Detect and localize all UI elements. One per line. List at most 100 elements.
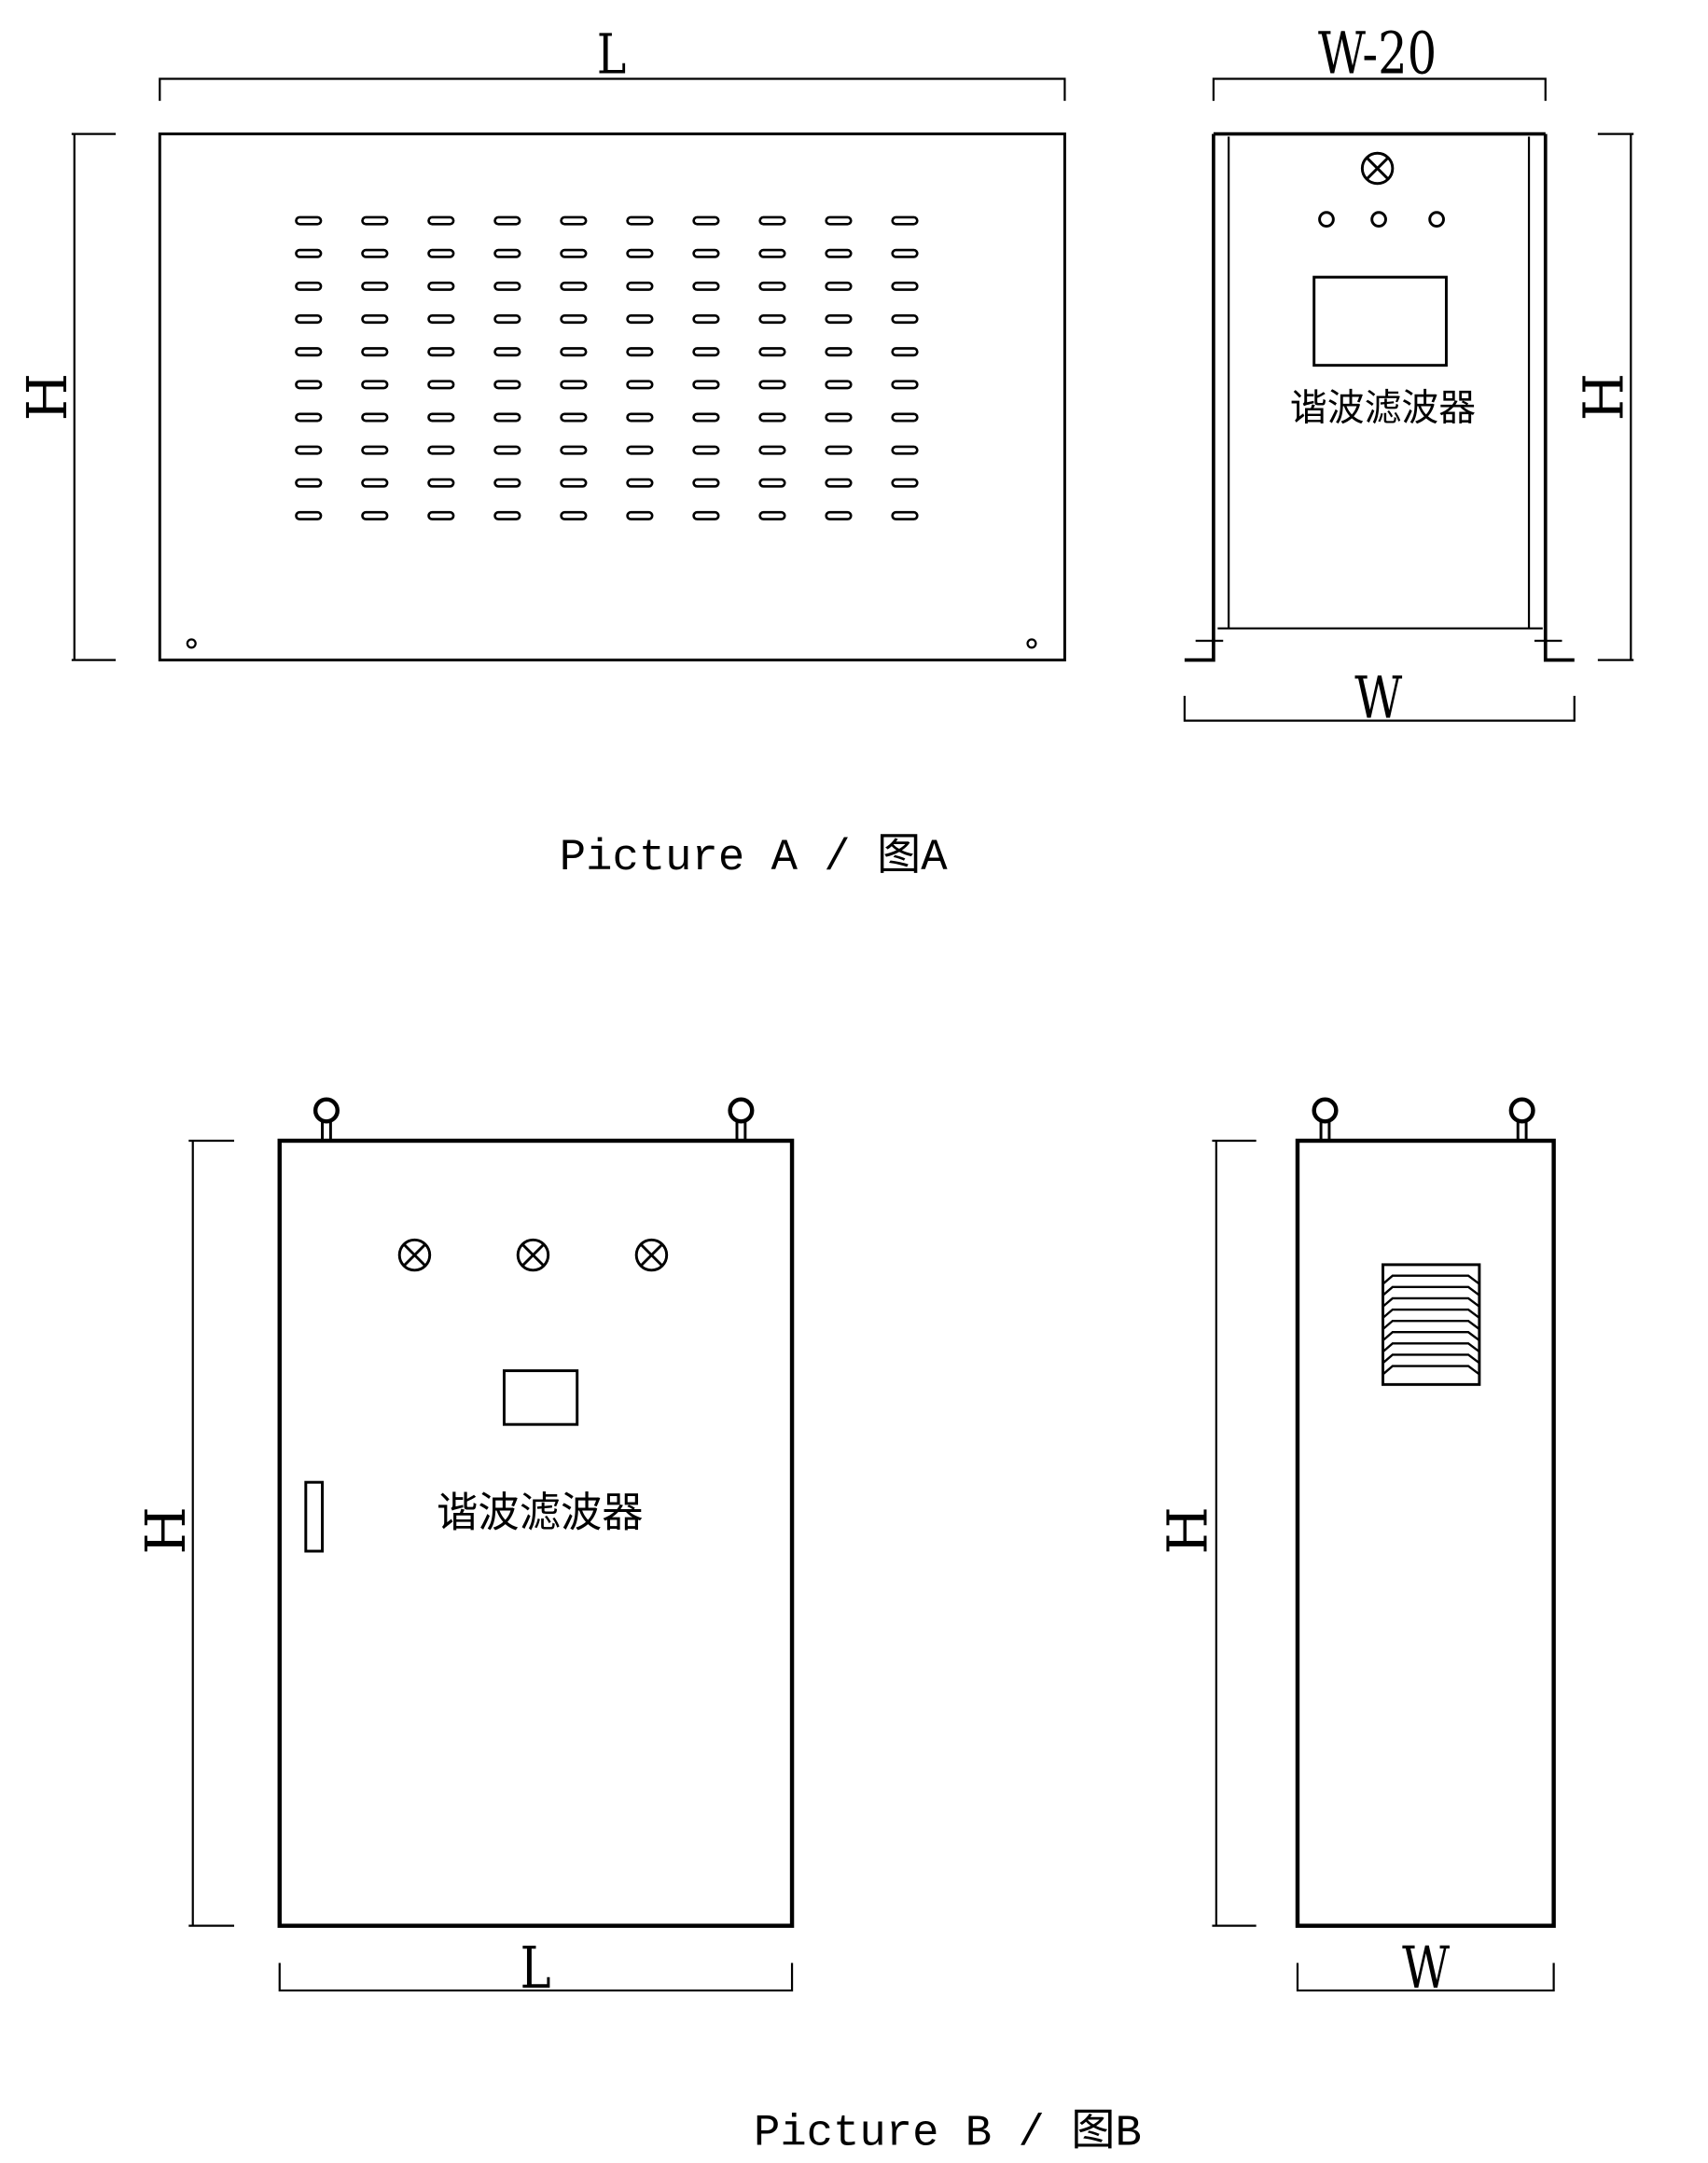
vent-slot <box>825 314 853 325</box>
vent-slot <box>825 215 853 226</box>
vent-slot <box>295 510 323 520</box>
vent-slot <box>626 478 654 488</box>
vent-slot <box>361 478 389 488</box>
vent-slot <box>626 380 654 390</box>
vent-slot <box>626 314 654 325</box>
button-icon <box>1370 211 1387 228</box>
picture-a-side-view: L H <box>15 21 1066 662</box>
louver-slats <box>1382 1274 1480 1376</box>
dimension-label-h: H <box>1571 373 1635 422</box>
vent-slot <box>493 380 521 390</box>
vent-slot <box>626 445 654 455</box>
product-label: 谐波滤波器 <box>437 1489 643 1536</box>
vent-slot <box>295 281 323 291</box>
caption-picture-a: Picture A / 图A <box>560 833 949 883</box>
dimension-line-w <box>1183 696 1576 722</box>
louver-slat <box>1382 1274 1480 1285</box>
louver-slat <box>1382 1285 1480 1296</box>
louver-slat <box>1382 1319 1480 1330</box>
vent-slot <box>626 248 654 258</box>
vent-slot <box>692 314 720 325</box>
vent-slot <box>758 412 786 423</box>
vent-slot <box>361 281 389 291</box>
vent-slot <box>493 412 521 423</box>
cabinet-outline <box>1184 132 1575 662</box>
picture-b-side-view: W H <box>1156 1097 1556 2003</box>
door-handle <box>304 1480 325 1553</box>
vent-slot <box>825 347 853 357</box>
vent-slot <box>427 314 455 325</box>
vent-slot <box>758 380 786 390</box>
dimension-line-height <box>188 1139 235 1927</box>
dimension-label-w20: W-20 <box>1318 21 1437 88</box>
display-screen <box>502 1369 579 1426</box>
louver-slat <box>1382 1365 1480 1376</box>
vent-slot <box>758 347 786 357</box>
caption-picture-b: Picture B / 图B <box>754 2108 1142 2158</box>
vent-slot <box>692 281 720 291</box>
vent-slot <box>758 445 786 455</box>
dimension-label-l: L <box>521 1935 551 2003</box>
vent-slot <box>758 281 786 291</box>
dimension-label-l: L <box>597 21 626 87</box>
dimension-line-width <box>1296 1962 1555 1992</box>
vent-slot <box>692 380 720 390</box>
vent-slot <box>560 380 588 390</box>
screw-hole <box>1026 638 1037 649</box>
dimension-label-h: H <box>1156 1506 1220 1555</box>
vent-slot <box>626 510 654 520</box>
vent-slot <box>891 347 919 357</box>
vent-slot <box>891 478 919 488</box>
vent-slot <box>692 347 720 357</box>
dimension-line-w20 <box>1212 77 1547 102</box>
vent-slot <box>692 412 720 423</box>
vent-slot <box>825 510 853 520</box>
vent-slot <box>295 314 323 325</box>
vent-slot <box>825 478 853 488</box>
vent-slot <box>427 248 455 258</box>
louver-vent <box>1382 1263 1481 1386</box>
vent-slot <box>692 215 720 226</box>
vent-slot <box>891 281 919 291</box>
vent-slot <box>560 478 588 488</box>
vent-slot <box>493 478 521 488</box>
vent-slot <box>361 510 389 520</box>
vent-slot <box>361 380 389 390</box>
vent-slot <box>758 478 786 488</box>
vent-slot <box>692 248 720 258</box>
vent-slot <box>692 445 720 455</box>
dimension-label-h: H <box>133 1506 198 1555</box>
vent-slot <box>825 281 853 291</box>
vent-slot <box>427 412 455 423</box>
vent-slot <box>295 478 323 488</box>
vent-slot <box>295 248 323 258</box>
vent-slot <box>295 412 323 423</box>
vent-slot <box>361 314 389 325</box>
vent-slot <box>493 510 521 520</box>
cabinet-outline <box>277 1138 795 1928</box>
vent-slot <box>493 281 521 291</box>
dimension-label-h: H <box>15 373 79 422</box>
vent-slot <box>692 510 720 520</box>
indicator-lamp-icon <box>516 1238 550 1272</box>
vent-slot <box>560 445 588 455</box>
vent-slot <box>295 445 323 455</box>
indicator-lamp-icon <box>634 1238 669 1272</box>
vent-slot <box>427 281 455 291</box>
vent-slot <box>493 347 521 357</box>
lifting-eye-icon <box>728 1097 755 1141</box>
cabinet-outline <box>1295 1138 1556 1928</box>
button-icon <box>1318 211 1335 228</box>
vent-slot <box>493 215 521 226</box>
dimension-line-length <box>159 77 1066 102</box>
dimension-line-height <box>1212 1139 1257 1927</box>
vent-slot <box>427 478 455 488</box>
dimension-label-w: W <box>1402 1935 1450 2003</box>
product-label: 谐波滤波器 <box>1290 387 1476 430</box>
vent-slot <box>692 478 720 488</box>
vent-slot <box>891 314 919 325</box>
vent-slot <box>891 380 919 390</box>
vent-slot <box>825 380 853 390</box>
vent-slot <box>825 248 853 258</box>
